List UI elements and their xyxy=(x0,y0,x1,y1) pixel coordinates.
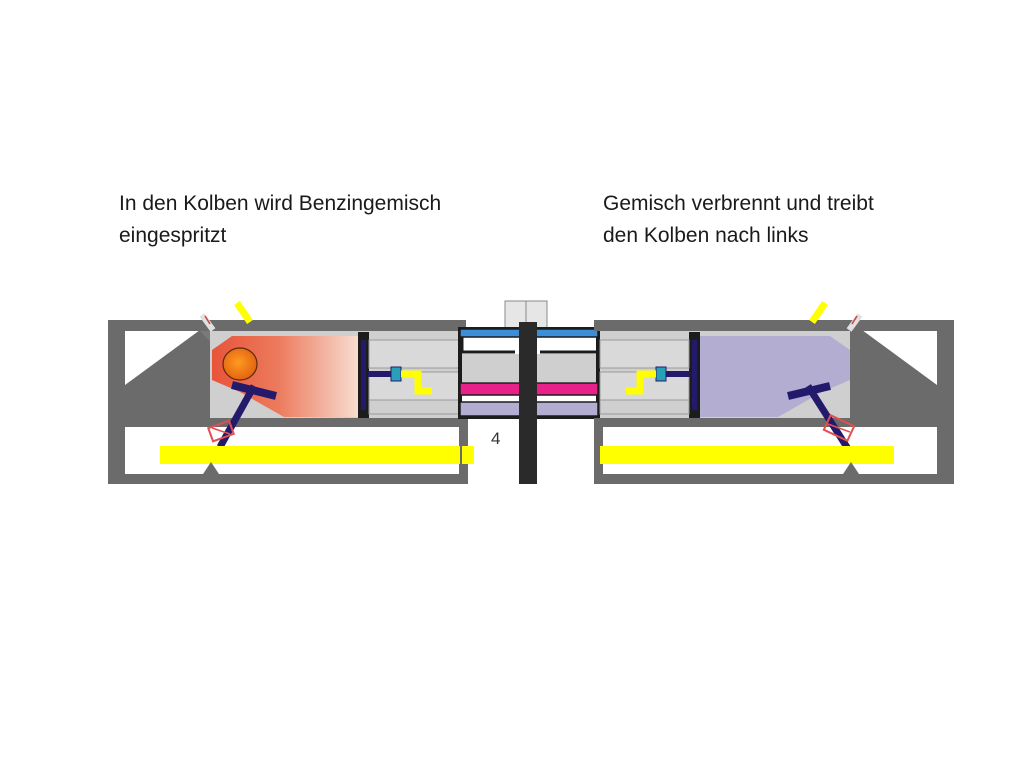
right-actuator-block xyxy=(655,366,667,382)
right-actuator-lever xyxy=(626,370,656,395)
right-housing-left-wall xyxy=(594,418,603,484)
caption-left: In den Kolben wird Benzingemisch eingesp… xyxy=(119,188,441,252)
right-spark-plug-tip xyxy=(851,315,858,325)
center-piston-rod xyxy=(519,322,537,484)
left-actuator-block xyxy=(390,366,402,382)
right-spark-plug xyxy=(846,313,863,332)
right-piston-face xyxy=(692,340,697,410)
left-engine xyxy=(108,301,474,484)
right-housing-top xyxy=(594,320,954,331)
caption-left-line1: In den Kolben wird Benzingemisch xyxy=(119,192,442,215)
right-actuator-bar xyxy=(665,371,690,377)
stage-number: 4 xyxy=(491,429,500,448)
left-fuel-line-bottom xyxy=(160,446,460,464)
right-fuel-line-bottom xyxy=(600,446,894,464)
caption-right-line2: den Kolben nach links xyxy=(603,224,809,247)
caption-left-line2: eingespritzt xyxy=(119,224,227,247)
right-valve-spring xyxy=(822,413,856,443)
right-rod-guide-base xyxy=(599,399,690,415)
left-fuel-injector-line xyxy=(234,301,253,324)
left-valve-spring-coil xyxy=(211,427,231,435)
spark-ignition-icon xyxy=(222,347,258,381)
left-rod-guide-base xyxy=(368,399,462,415)
left-housing-bottom xyxy=(108,474,468,484)
left-fuel-line-stub xyxy=(462,446,474,464)
right-fuel-injector-line xyxy=(809,301,828,324)
left-actuator-lever xyxy=(401,370,432,395)
right-engine xyxy=(594,301,954,484)
right-housing-bottom xyxy=(594,474,954,484)
right-valve-spring-coil xyxy=(827,423,851,433)
left-housing-divider xyxy=(125,418,463,427)
left-spark-plug xyxy=(199,313,216,332)
right-fuel-line-notch xyxy=(843,462,859,474)
caption-right: Gemisch verbrennt und treibt den Kolben … xyxy=(603,188,874,252)
left-fuel-line-notch xyxy=(203,462,219,474)
left-housing-top xyxy=(108,320,466,331)
right-housing-divider xyxy=(600,418,937,427)
left-valve-head xyxy=(231,381,277,400)
caption-right-line1: Gemisch verbrennt und treibt xyxy=(603,192,874,215)
right-housing-right-wall xyxy=(937,320,954,484)
left-housing-left-wall xyxy=(108,320,125,484)
left-spark-plug-tip xyxy=(204,315,211,325)
left-rod-guide xyxy=(368,339,462,369)
right-valve-head xyxy=(787,382,831,400)
right-rod-guide xyxy=(599,339,690,369)
left-valve-spring xyxy=(206,419,236,443)
left-actuator-bar xyxy=(368,371,393,377)
center-section: 4 xyxy=(458,300,600,484)
left-piston-face xyxy=(361,340,366,410)
